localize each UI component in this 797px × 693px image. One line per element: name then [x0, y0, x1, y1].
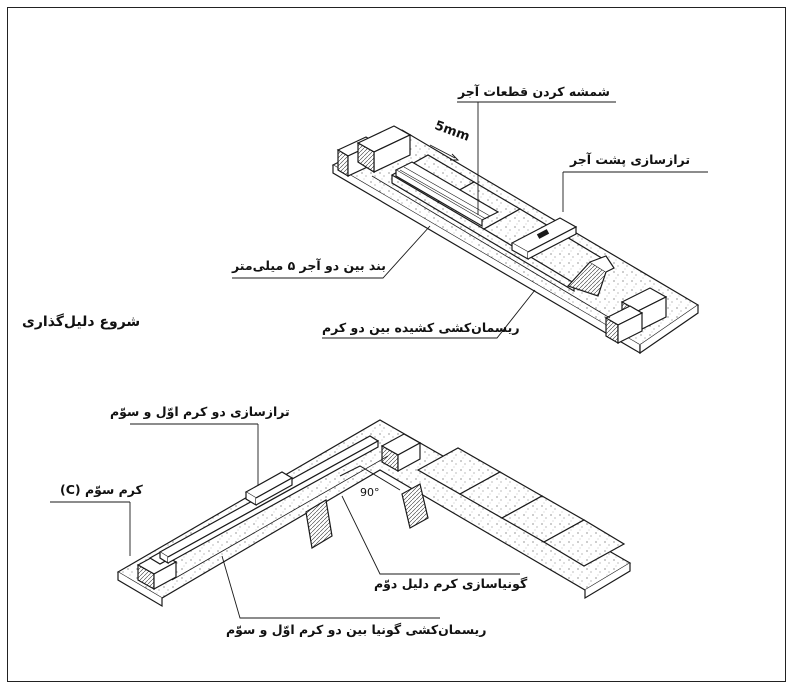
label-start-laying: شروع دلیل‌گذاری	[22, 314, 141, 330]
label-brick-back-level: ترازسازی پشت آجر	[570, 152, 691, 167]
label-third-pier: کرم سوّم (C)	[60, 482, 143, 497]
right-pier	[604, 287, 668, 345]
label-level-first-third: ترازسازی دو کرم اوّل و سوّم	[110, 404, 290, 419]
label-90-degree: 90°	[360, 486, 380, 499]
bottom-drawing	[50, 419, 632, 619]
label-string-between: ریسمان‌کشی کشیده بین دو کرم	[322, 320, 520, 335]
top-drawing	[232, 101, 708, 355]
label-brick-tapping: شمشه کردن قطعات آجر	[458, 84, 610, 99]
bar-level	[244, 471, 294, 507]
long-straight-edge	[158, 435, 380, 565]
square-string	[171, 455, 389, 581]
string-line	[371, 175, 611, 319]
paver-row	[416, 447, 626, 567]
straight-edge	[394, 161, 500, 228]
spirit-level	[510, 217, 578, 261]
trowel-hand	[566, 255, 615, 297]
hands-square	[305, 465, 429, 549]
left-pier	[336, 125, 412, 178]
label-square-second: گونیاسازی کرم دلیل دوّم	[374, 576, 528, 591]
label-joint-5mm: بند بین دو آجر ۵ میلی‌متر	[232, 258, 386, 273]
corner-pier	[380, 433, 422, 473]
label-string-square: ریسمان‌کشی گونیا بین دو کرم اوّل و سوّم	[226, 622, 487, 637]
